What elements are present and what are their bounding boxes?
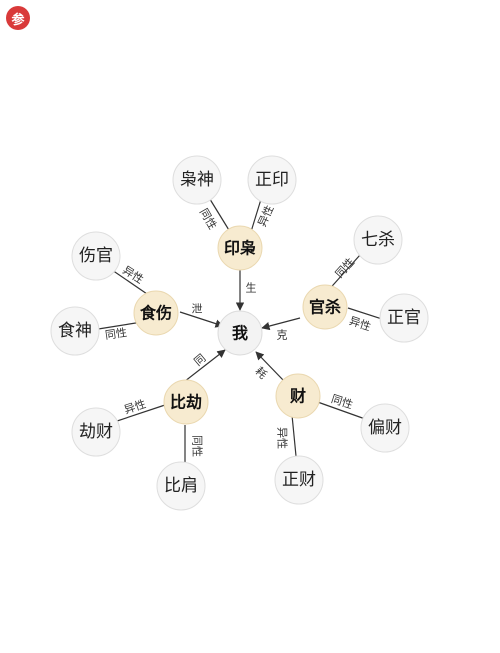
rel-shangguan-diff: 异性 (120, 263, 146, 287)
node-qisha (353, 215, 403, 265)
label-shishen: 食神 (58, 321, 92, 341)
node-zhengyin (247, 155, 297, 205)
rel-ke: 克 (277, 329, 288, 342)
arrow-shishang-to-me (179, 311, 224, 328)
label-guansha: 官杀 (309, 298, 341, 317)
label-qisha: 七杀 (361, 230, 395, 250)
rel-shishen-same: 同性 (104, 325, 128, 342)
node-bijian (156, 461, 206, 511)
label-cai: 财 (289, 387, 306, 406)
label-xiaoshen: 枭神 (180, 170, 214, 190)
node-zhengcai (274, 455, 324, 505)
node-jiecai (71, 407, 121, 457)
node-shangguan (71, 231, 121, 281)
arrow-bijie-to-me (179, 349, 226, 386)
rel-piancai-same: 同性 (330, 391, 355, 411)
node-yinxiao (217, 225, 263, 271)
arrow-guansha-to-me (261, 317, 301, 331)
link-yinxiao-zhengyin (249, 195, 263, 236)
rel-hao: 耗 (253, 365, 270, 382)
rel-zhengyin-diff: 异性 (255, 203, 277, 229)
node-xiaoshen (172, 155, 222, 205)
node-guansha (302, 284, 348, 330)
logo-stamp: 参 (6, 6, 30, 30)
node-piancai (360, 403, 410, 453)
label-piancai: 偏财 (368, 418, 402, 438)
label-jiecai: 劫财 (79, 422, 113, 442)
link-yinxiao-xiaoshen (207, 195, 233, 236)
label-zhengguan: 正官 (387, 308, 421, 328)
node-bijie (163, 379, 209, 425)
rel-jiecai-diff: 异性 (122, 396, 147, 416)
node-center-me (217, 310, 263, 356)
node-cai (275, 373, 321, 419)
node-shishang (133, 290, 179, 336)
link-shishang-shishen (91, 321, 143, 331)
arrow-cai-to-me (255, 351, 286, 383)
rel-bijian-same: 同性 (191, 435, 205, 457)
rel-zhengguan-diff: 异性 (348, 313, 373, 333)
node-zhengguan (379, 293, 429, 343)
link-guansha-zhengguan (347, 307, 386, 321)
rel-sheng: 生 (246, 281, 257, 295)
link-cai-zhengcai (291, 414, 297, 457)
label-shangguan: 伤官 (79, 246, 113, 266)
rel-tong: 同 (192, 351, 209, 368)
label-bijie: 比劫 (170, 393, 202, 412)
label-zhengcai: 正财 (282, 470, 316, 490)
rel-zhengcai-diff: 异性 (276, 427, 290, 449)
label-center-me: 我 (232, 324, 248, 343)
node-shishen (50, 306, 100, 356)
label-shishang: 食伤 (139, 304, 172, 323)
rel-qisha-same: 同性 (332, 255, 357, 281)
link-cai-piancai (311, 399, 369, 421)
label-yinxiao: 印枭 (224, 239, 256, 258)
link-shishang-shangguan (111, 269, 151, 297)
label-bijian: 比肩 (164, 476, 198, 496)
label-zhengyin: 正印 (255, 170, 289, 190)
rel-xie: 泄 (192, 303, 203, 316)
